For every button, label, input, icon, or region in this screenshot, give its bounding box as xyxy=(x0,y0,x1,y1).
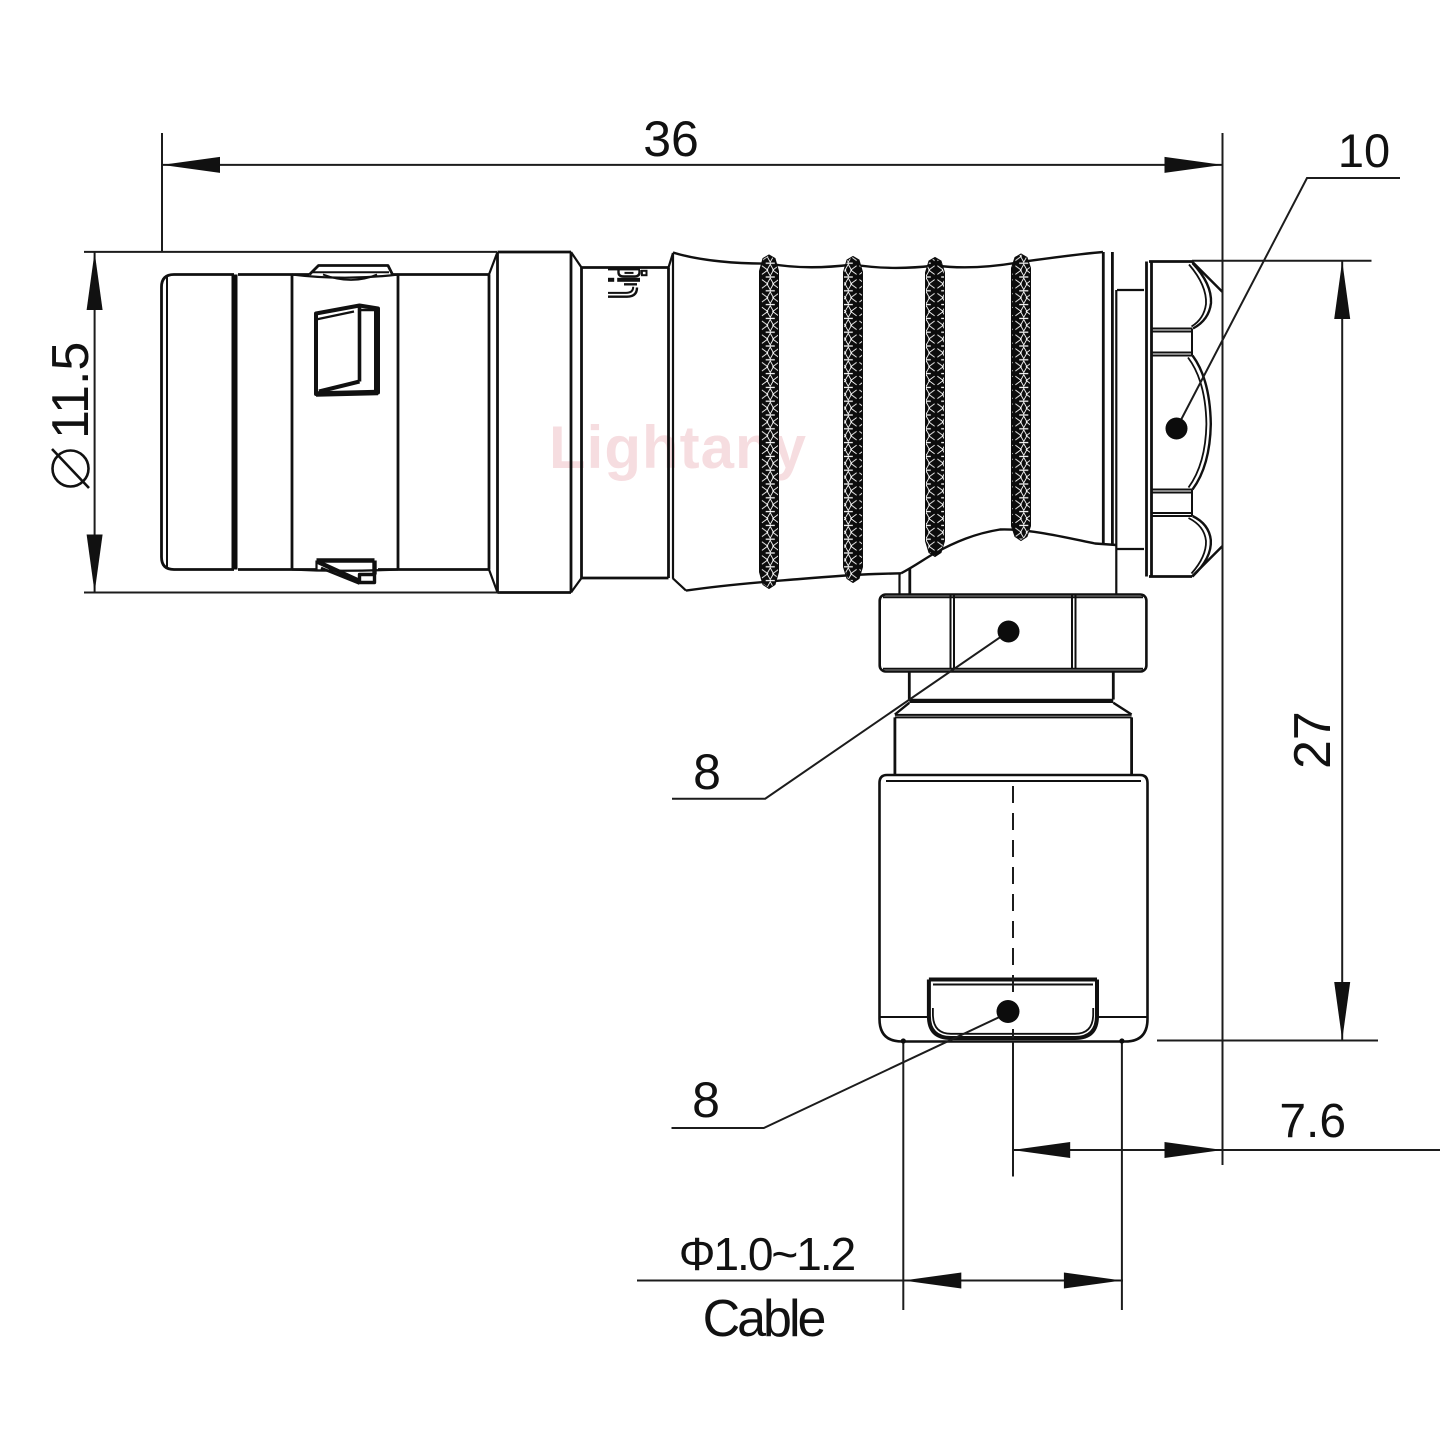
svg-text:Cable: Cable xyxy=(703,1290,825,1348)
svg-text:Φ1.0~1.2: Φ1.0~1.2 xyxy=(679,1228,855,1280)
svg-text:11.5: 11.5 xyxy=(42,342,100,439)
svg-text:7.6: 7.6 xyxy=(1279,1095,1346,1148)
svg-text:36: 36 xyxy=(643,111,699,167)
svg-text:8: 8 xyxy=(693,744,721,800)
svg-text:10: 10 xyxy=(1338,124,1390,177)
svg-text:27: 27 xyxy=(1284,711,1342,769)
svg-text:8: 8 xyxy=(692,1072,720,1128)
